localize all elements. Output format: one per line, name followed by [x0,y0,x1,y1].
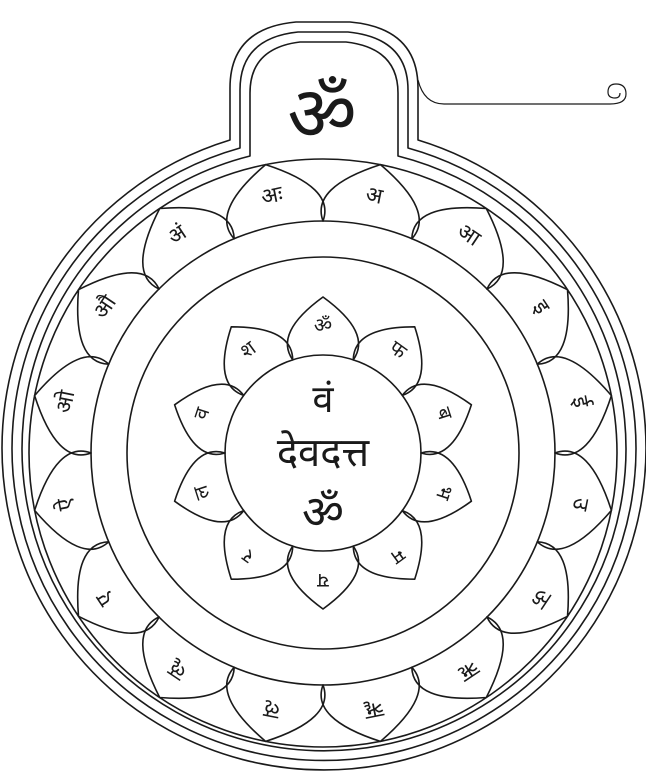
inner-petal [224,327,292,396]
tail-line [418,80,626,104]
inner-letter: भ [431,482,458,504]
outer-letter: ई [567,394,595,411]
outer-letter: ऌ [261,696,282,724]
outer-petal [487,542,568,633]
center-name: देवदत्त [277,430,371,476]
outer-letter: ॠ [361,696,385,724]
outer-letter: अ [363,182,386,210]
outer-petal [412,208,503,289]
outer-letter: ए [91,586,119,611]
outer-petal [143,617,234,698]
outer-petal [412,617,503,698]
outer-letter: ऊ [525,584,556,613]
inner-letter: ब [432,404,459,423]
inner-letter: फ [385,335,412,364]
center-bija: वं [312,377,334,421]
outer-letter: ॡ [163,655,191,685]
inner-petal [224,511,292,580]
top-om-symbol: ॐ [287,69,356,158]
outer-letter: अः [259,182,285,211]
inner-letter: र [237,544,258,569]
inner-letter: म [385,543,410,570]
inner-petal [353,511,421,580]
inner-letter: व [188,404,215,423]
outer-letter: औ [88,290,122,324]
inner-letter: य [317,569,329,593]
outer-petal [78,273,159,364]
center-om: ॐ [302,485,344,539]
inner-letter: ॐ [314,313,332,337]
outer-letter: आ [452,219,485,253]
outer-letter: ऋ [453,655,484,687]
outer-petal [143,208,234,289]
outer-letter: अं [163,219,192,250]
outer-letter: उ [566,496,593,514]
outer-letter: ओ [51,388,81,416]
inner-letter: श [235,335,260,363]
outer-letter: इ [527,296,554,320]
inner-petal [353,327,421,396]
outer-petal [487,273,568,364]
outer-petal [78,542,159,633]
outer-letter: ऐ [51,495,79,513]
inner-letter: ल [188,482,215,503]
